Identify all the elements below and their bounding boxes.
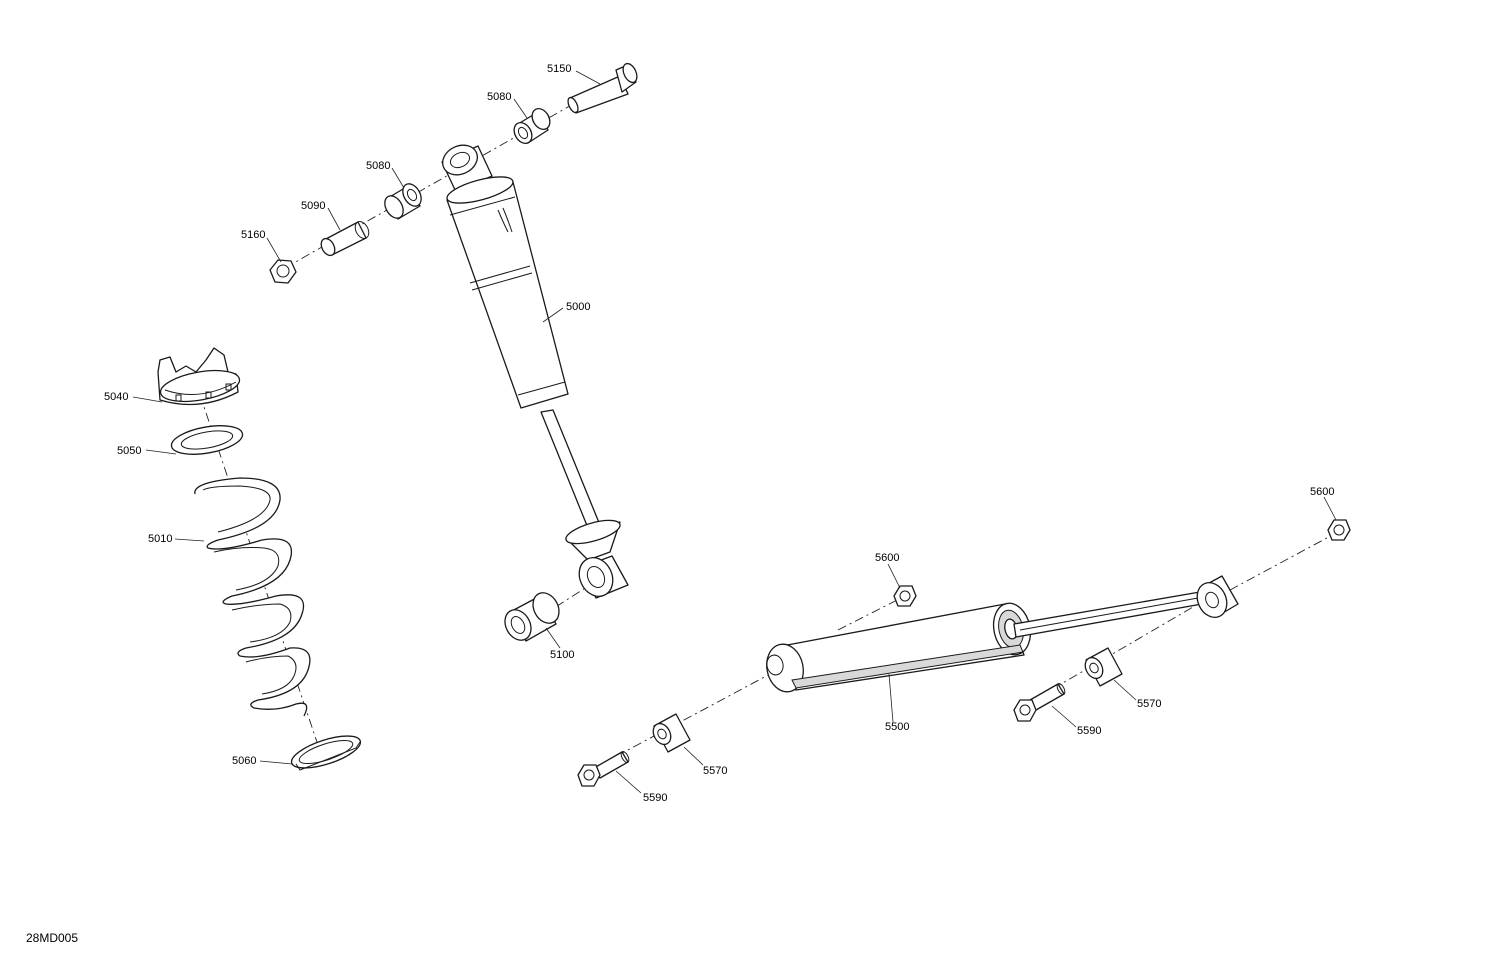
callout-5100: 5100 [550, 649, 574, 661]
callout-5600-right: 5600 [1310, 486, 1334, 498]
callout-5570-left: 5570 [703, 765, 727, 777]
callout-5040: 5040 [104, 391, 128, 403]
sleeve-5090[interactable] [318, 219, 371, 258]
drawing-id: 28MD005 [26, 931, 78, 945]
bushing-5080-lower[interactable] [381, 181, 425, 222]
coil-spring-5010[interactable] [194, 477, 311, 717]
spring-retainer-5040[interactable] [157, 347, 242, 407]
leader-lines [132, 70, 1337, 794]
bolt-5590-right[interactable] [1013, 682, 1066, 722]
callout-5150: 5150 [547, 63, 571, 75]
callout-5060: 5060 [232, 755, 256, 767]
callout-5080-upper: 5080 [487, 91, 511, 103]
callout-5500: 5500 [885, 721, 909, 733]
callout-5570-right: 5570 [1137, 698, 1161, 710]
shock-absorber-5000[interactable] [438, 140, 629, 602]
spring-seat-5060[interactable] [288, 729, 364, 774]
callout-5590-left: 5590 [643, 792, 667, 804]
callout-5090: 5090 [301, 200, 325, 212]
washer-5050[interactable] [169, 421, 244, 459]
callout-5050: 5050 [117, 445, 141, 457]
bushing-5080-upper[interactable] [511, 105, 554, 146]
callout-5590-right: 5590 [1077, 725, 1101, 737]
bolt-5590-left[interactable] [577, 750, 630, 787]
callout-labels: 5150 5080 5080 5090 5160 5000 5040 5050 … [104, 63, 1334, 804]
bushing-5100[interactable] [500, 588, 564, 645]
bolt-5150[interactable] [566, 61, 640, 114]
nut-5600-right[interactable] [1327, 519, 1351, 541]
spacer-5570-left[interactable] [650, 713, 691, 753]
steering-damper-5500[interactable] [762, 575, 1239, 695]
callout-5600-left: 5600 [875, 552, 899, 564]
callout-5010: 5010 [148, 533, 172, 545]
spacer-5570-right[interactable] [1082, 647, 1123, 687]
nut-5160[interactable] [269, 259, 297, 284]
callout-5000: 5000 [566, 301, 590, 313]
callout-5080-lower: 5080 [366, 160, 390, 172]
callout-5160: 5160 [241, 229, 265, 241]
nut-5600-left[interactable] [893, 585, 917, 607]
